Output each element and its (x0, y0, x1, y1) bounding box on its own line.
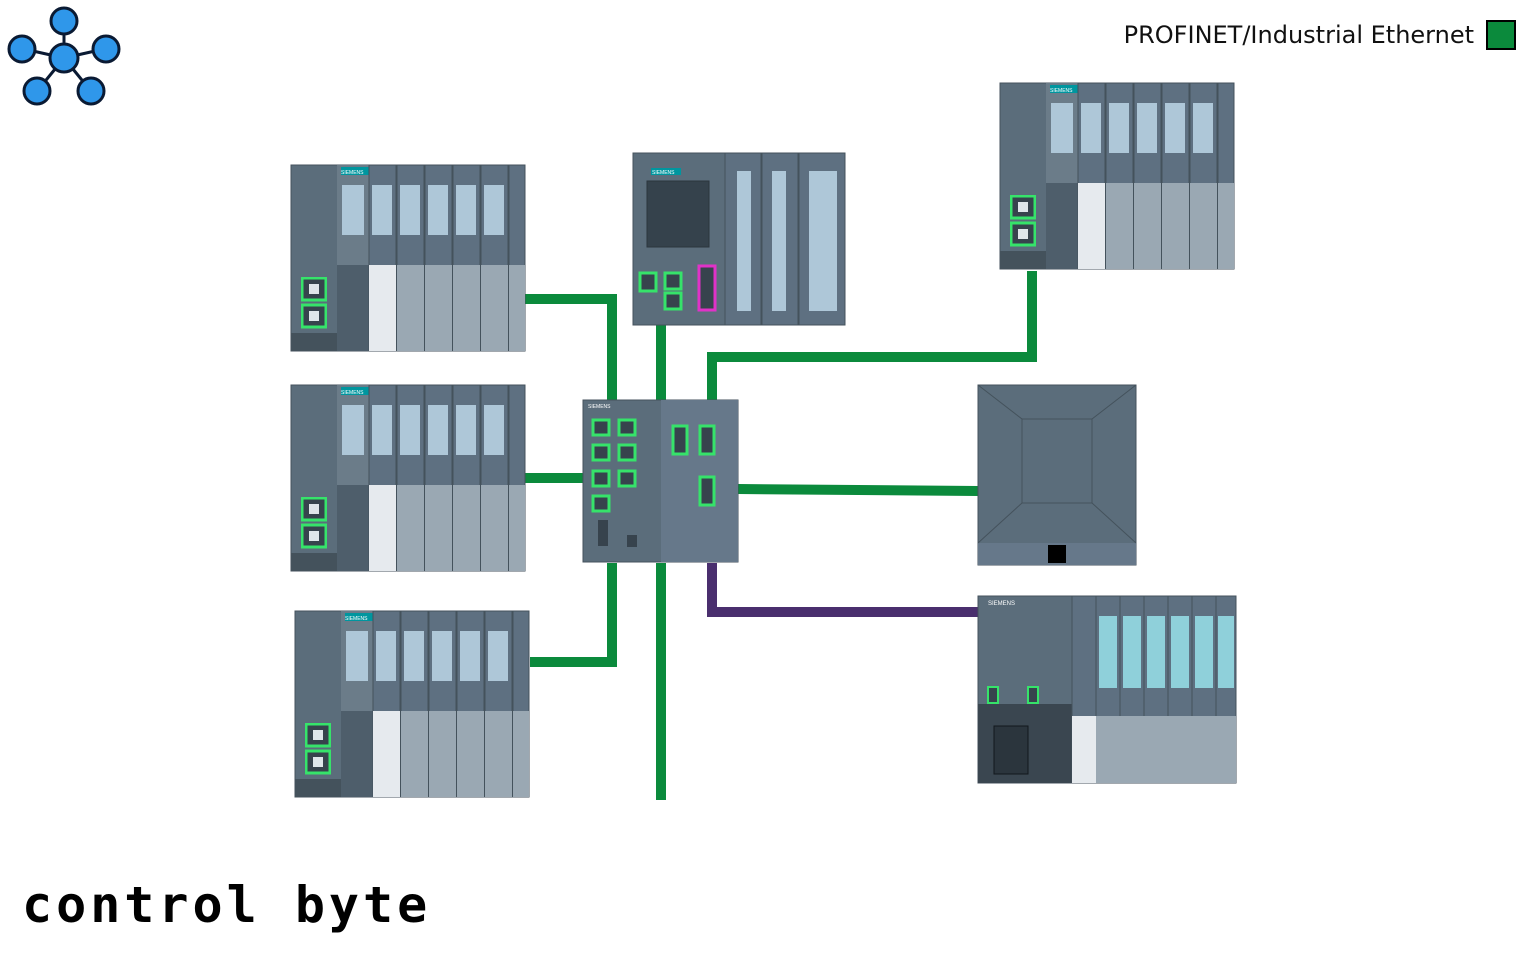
switch-ports[interactable] (591, 418, 716, 513)
vendor-label: SIEMENS (1050, 88, 1073, 94)
ethernet-port-icon[interactable] (663, 271, 683, 291)
ethernet-port-icon[interactable] (987, 686, 999, 704)
network-hub-icon (7, 6, 121, 106)
cable-et200sp-3 (530, 563, 617, 667)
cable-et200sp-1 (525, 294, 617, 400)
ethernet-port-icon[interactable] (663, 291, 683, 311)
legend: PROFINET/Industrial Ethernet (1124, 20, 1516, 50)
et200sp-station-2: SIEMENS (290, 384, 526, 572)
brand-logo: control byte (22, 876, 432, 934)
vendor-label: SIEMENS (652, 170, 675, 176)
vendor-label: SIEMENS (341, 390, 364, 396)
et200-interface-station: SIEMENS (977, 595, 1237, 784)
profinet-cables (525, 271, 1037, 800)
ethernet-port-icon[interactable] (638, 271, 658, 293)
scalance-switch: SIEMENS (582, 399, 739, 563)
legend-label: PROFINET/Industrial Ethernet (1123, 21, 1474, 49)
et200sp-station-3: SIEMENS (294, 610, 530, 798)
vendor-label: SIEMENS (988, 601, 1015, 607)
vendor-label: SIEMENS (588, 404, 611, 410)
legend-color-swatch (1486, 20, 1516, 50)
cable-et200pro (707, 563, 978, 617)
wireless-access-point (977, 384, 1137, 566)
vendor-label: SIEMENS (341, 170, 364, 176)
ethernet-port-icon[interactable] (1027, 686, 1039, 704)
vendor-label: SIEMENS (345, 616, 368, 622)
et200sp-station-4: SIEMENS (999, 82, 1235, 270)
profibus-port-icon[interactable] (697, 264, 717, 312)
plc-cpu: SIEMENS (632, 152, 846, 326)
cable-scalance-w (737, 484, 979, 496)
et200sp-station-1: SIEMENS (290, 164, 526, 352)
cable-et200sp-4 (707, 271, 1037, 400)
